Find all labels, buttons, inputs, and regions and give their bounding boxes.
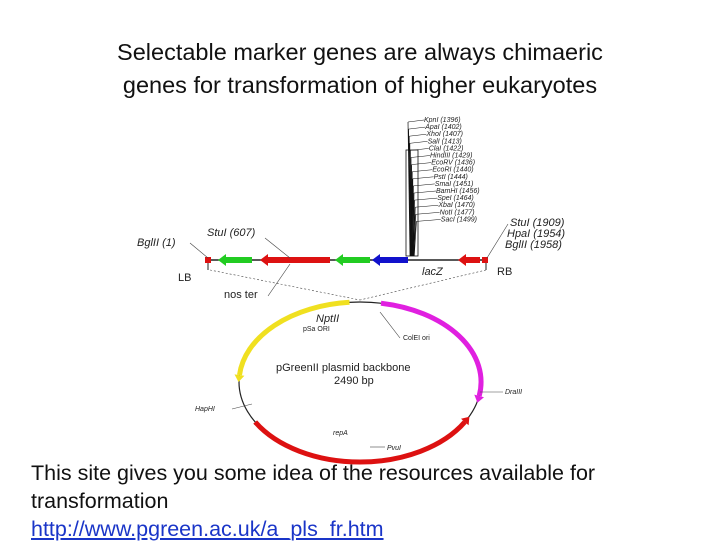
restriction-site-label: XbaI (1470) (437, 202, 475, 209)
lacz-label: lacZ (422, 266, 444, 278)
restriction-site-cluster: KpnI (1396)ApaI (1402)XhoI (1407)SalI (1… (424, 117, 480, 223)
cluster-leader (416, 212, 440, 214)
nos-ter-label: nos ter (224, 289, 258, 301)
restriction-site-label: EcoRV (1436) (431, 160, 475, 167)
red-segment (255, 422, 465, 462)
stui-left-leader (265, 238, 290, 258)
stui-left-label: StuI (607) (207, 227, 256, 239)
restriction-site-label: PstI (1444) (434, 174, 468, 181)
restriction-site-label: HindIII (1429) (430, 153, 472, 160)
red-arrow-2 (458, 254, 480, 266)
hpai-left-label: HapHI (195, 406, 215, 413)
bglii-right-label: BglII (1958) (505, 239, 562, 251)
rep-label: repA (333, 430, 348, 437)
rb-label: RB (497, 266, 512, 278)
red-arrow-1 (260, 254, 330, 266)
bglii-left-label: BglII (1) (137, 237, 176, 249)
dra-label: DraIII (505, 389, 522, 396)
cluster-leader (409, 127, 426, 129)
colei-leader (380, 312, 400, 338)
backbone-size-label: 2490 bp (334, 375, 374, 387)
restriction-site-label: XhoI (1407) (425, 131, 463, 138)
cluster-leader (409, 134, 426, 136)
cluster-leader (412, 163, 432, 165)
resources-link[interactable]: http://www.pgreen.ac.uk/a_pls_fr.htm (31, 515, 711, 543)
restriction-site-label: KpnI (1396) (424, 117, 461, 124)
cluster-leader (413, 177, 434, 179)
colei-label: ColEI ori (403, 335, 430, 342)
backbone-name-label: pGreenII plasmid backbone (276, 362, 411, 374)
bglii-left-leader (190, 243, 208, 258)
nos-ter-leader (268, 264, 290, 296)
cluster-leader (415, 205, 438, 207)
cluster-leader (410, 141, 428, 143)
pbl-label: pSa ORI (303, 326, 330, 333)
blue-arrow-1 (372, 254, 408, 266)
cluster-leader (408, 120, 424, 122)
restriction-site-label: NotI (1477) (440, 209, 475, 216)
restriction-site-label: SpeI (1464) (437, 195, 474, 202)
footer-text: This site gives you some idea of the res… (31, 459, 711, 543)
pvui-label: PvuI (387, 445, 401, 452)
cluster-leader (411, 156, 430, 158)
cluster-leader (414, 191, 436, 193)
cluster-leader (416, 219, 440, 221)
red-arrows (260, 254, 330, 266)
restriction-site-label: BamHI (1456) (436, 188, 480, 195)
cluster-leader (412, 170, 432, 172)
cluster-leader (413, 184, 434, 186)
restriction-site-label: ApaI (1402) (424, 124, 462, 131)
restriction-site-label: SmaI (1451) (435, 181, 474, 188)
green-arrow-1 (218, 254, 252, 266)
footer-line-2: transformation (31, 487, 711, 515)
restriction-site-label: SacI (1499) (441, 216, 477, 223)
footer-line-1: This site gives you some idea of the res… (31, 459, 711, 487)
t-dna-region: KpnI (1396)ApaI (1402)XhoI (1407)SalI (1… (205, 117, 488, 270)
lb-label: LB (178, 272, 191, 284)
hpai-left-leader (232, 404, 252, 409)
green-arrow-2 (335, 254, 370, 266)
yellow-arrowhead (235, 374, 245, 382)
restriction-site-label: EcoRI (1440) (432, 167, 473, 174)
nptii-label: NptII (316, 313, 339, 325)
magenta-segment (381, 303, 481, 396)
restriction-site-label: ClaI (1422) (429, 145, 464, 152)
restriction-site-label: SalI (1413) (428, 138, 462, 145)
